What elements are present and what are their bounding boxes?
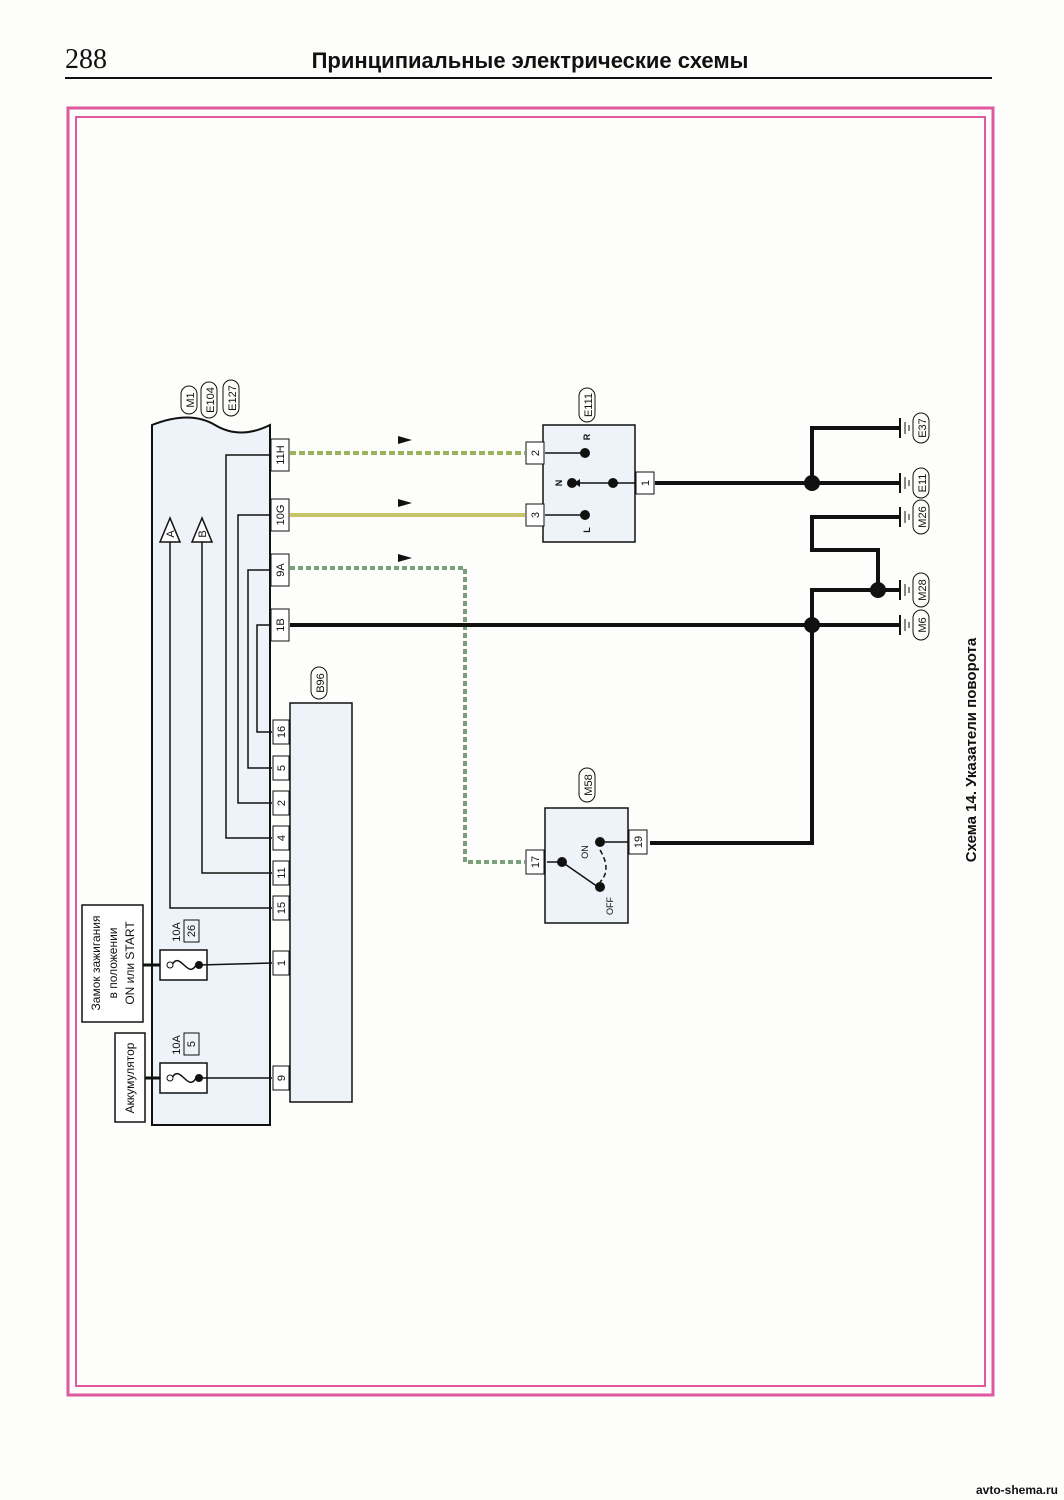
combination-switch: E111 2 3 1 R N L <box>525 387 655 543</box>
pin-label: 9A <box>275 563 287 577</box>
internal-wires <box>169 454 272 909</box>
output-a-label: A <box>165 530 177 538</box>
signal-arrows <box>398 436 412 562</box>
page-title: Принципиальные электрические схемы <box>312 48 749 73</box>
module-connector-labels: M1 E104 E127 <box>180 379 240 419</box>
svg-text:M58: M58 <box>583 774 595 795</box>
svg-text:17: 17 <box>530 856 542 868</box>
svg-text:OFF: OFF <box>605 897 615 915</box>
output-b-label: B <box>197 530 209 537</box>
svg-text:E111: E111 <box>583 393 595 417</box>
ground-label: E11 <box>917 474 929 493</box>
arrow-right-icon <box>398 436 412 444</box>
svg-text:ON: ON <box>580 845 590 859</box>
ground-label: M26 <box>917 506 929 527</box>
fuse-26: 10A 26 Замок зажигания в положении ON ил… <box>81 904 273 1023</box>
frame-inner <box>75 116 986 1387</box>
output-triangles: A B <box>158 516 214 543</box>
svg-text:N: N <box>554 480 564 487</box>
svg-text:4: 4 <box>276 835 288 841</box>
pin-label: 1B <box>275 618 287 631</box>
fuse-5: 10A 5 Аккумулятор <box>114 1032 272 1123</box>
arrow-right-icon <box>398 499 412 507</box>
fuse-icon <box>171 959 197 971</box>
wire-9a <box>290 566 525 864</box>
svg-text:2: 2 <box>530 450 542 456</box>
svg-text:в положении: в положении <box>106 927 120 998</box>
svg-text:26: 26 <box>186 925 198 937</box>
frame-outer <box>66 106 995 1397</box>
ground-icon <box>899 473 910 493</box>
module-pins: 11H 10G 9A 1B <box>270 438 290 642</box>
svg-text:2: 2 <box>276 800 288 806</box>
svg-text:1: 1 <box>276 960 288 966</box>
svg-text:R: R <box>582 433 592 440</box>
svg-text:15: 15 <box>276 902 288 914</box>
diagram-caption: Схема 14. Указатели поворота <box>963 637 980 862</box>
svg-text:19: 19 <box>633 836 645 848</box>
output-b-icon <box>190 516 214 543</box>
svg-text:10A: 10A <box>171 922 183 942</box>
ground-icon <box>899 418 910 438</box>
ground-icon <box>899 580 910 600</box>
ground-label: E37 <box>917 418 929 438</box>
source-label: Замок зажигания <box>89 916 103 1011</box>
output-a-icon <box>158 516 182 543</box>
svg-text:11: 11 <box>276 867 288 878</box>
svg-text:1: 1 <box>640 480 652 486</box>
bcm-box <box>289 702 353 1103</box>
pin-label: 10G <box>275 505 287 526</box>
bcm-label: B96 <box>310 666 328 700</box>
connector-label: E104 <box>205 387 217 413</box>
grounds: E37 E11 M26 M28 M6 <box>899 412 930 641</box>
ground-label: M6 <box>917 617 929 632</box>
hazard-switch: M58 17 19 ON OFF <box>525 767 648 924</box>
connector-label: E127 <box>227 385 239 411</box>
svg-text:9: 9 <box>276 1075 288 1081</box>
arrow-right-icon <box>398 554 412 562</box>
pin-label: 11H <box>275 445 287 464</box>
connector-label: M1 <box>185 392 197 407</box>
svg-text:3: 3 <box>530 512 542 518</box>
module-body <box>151 416 271 1126</box>
fuse-icon <box>171 1072 197 1084</box>
svg-text:ON или START: ON или START <box>123 921 137 1005</box>
junctions <box>804 475 886 633</box>
ground-icon <box>899 507 910 527</box>
svg-text:10A: 10A <box>171 1035 183 1055</box>
source-label: Аккумулятор <box>123 1042 137 1113</box>
watermark: avto-shema.ru <box>976 1483 1058 1497</box>
svg-text:5: 5 <box>276 765 288 771</box>
svg-text:16: 16 <box>276 726 288 738</box>
ground-icon <box>899 615 910 635</box>
bcm-pins: 16 5 2 4 11 15 1 9 <box>272 719 290 1091</box>
svg-text:B96: B96 <box>315 673 327 693</box>
svg-text:5: 5 <box>186 1041 198 1047</box>
svg-text:L: L <box>582 527 592 533</box>
page-number: 288 <box>65 44 107 75</box>
ground-label: M28 <box>917 579 929 600</box>
